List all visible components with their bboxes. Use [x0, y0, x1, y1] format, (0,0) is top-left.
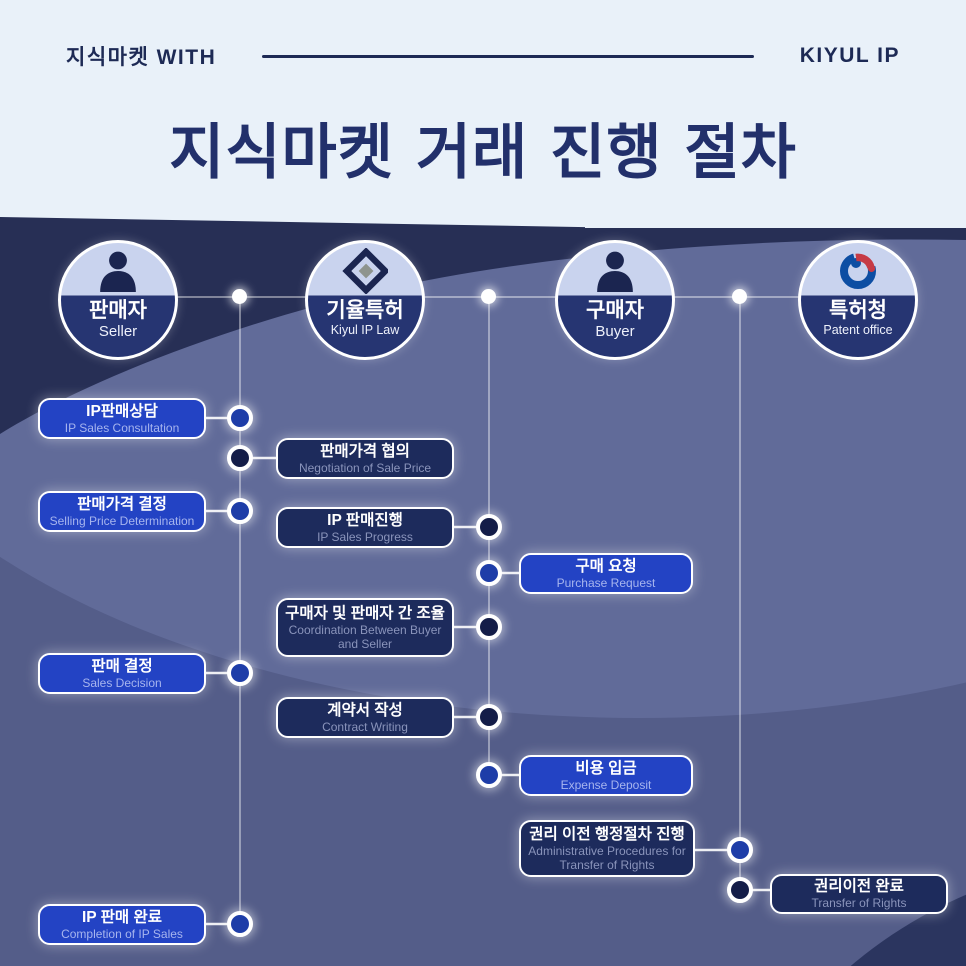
- step-box-sales-decision: 판매 결정 Sales Decision: [38, 653, 206, 694]
- step-title: 비용 입금: [575, 759, 637, 777]
- lane-circle-seller: 판매자 Seller: [58, 240, 178, 360]
- step-title: 판매 결정: [91, 657, 153, 675]
- lane-circle-buyer: 구매자 Buyer: [555, 240, 675, 360]
- step-title: 판매가격 결정: [77, 495, 167, 513]
- step-title: 계약서 작성: [327, 701, 403, 719]
- connector-dot: [476, 514, 502, 540]
- spine-junction-dot: [481, 289, 496, 304]
- step-box-purchase-request: 구매 요청 Purchase Request: [519, 553, 693, 594]
- step-subtitle: Expense Deposit: [560, 777, 652, 792]
- step-subtitle: Sales Decision: [82, 675, 162, 690]
- connector-dot: [476, 704, 502, 730]
- lane-kr: 기율특허: [326, 299, 404, 322]
- lane-kr: 구매자: [586, 299, 644, 322]
- lane-labels: 특허청 Patent office: [801, 299, 915, 339]
- lane-en: Patent office: [823, 323, 893, 338]
- step-title: 구매자 및 판매자 간 조율: [285, 604, 445, 622]
- lane-labels: 기율특허 Kiyul IP Law: [308, 299, 422, 339]
- header: 지식마켓 WITH KIYUL IP 지식마켓 거래 진행 절차: [0, 0, 966, 228]
- step-box-ip-sales-consultation: IP판매상담 IP Sales Consultation: [38, 398, 206, 439]
- connector-dot: [227, 405, 253, 431]
- brand-right: KIYUL IP: [799, 44, 900, 67]
- step-box-expense-deposit: 비용 입금 Expense Deposit: [519, 755, 693, 796]
- person-icon: [61, 245, 175, 297]
- step-title: 권리이전 완료: [814, 878, 904, 896]
- step-subtitle: IP Sales Consultation: [64, 420, 180, 435]
- step-subtitle: Purchase Request: [556, 575, 656, 590]
- header-slant-decor: [0, 217, 585, 228]
- step-subtitle: Transfer of Rights: [811, 896, 907, 911]
- kiyul-logo-icon: [308, 245, 422, 297]
- step-box-completion-of-ip-sales: IP 판매 완료 Completion of IP Sales: [38, 904, 206, 945]
- step-subtitle: Completion of IP Sales: [61, 926, 183, 941]
- connector-dot: [476, 762, 502, 788]
- step-title: IP판매상담: [86, 402, 158, 420]
- brand-divider-line: [262, 54, 754, 58]
- step-title: IP 판매 완료: [81, 908, 163, 926]
- connector-dot: [227, 498, 253, 524]
- connector-dot: [727, 877, 753, 903]
- page-title: 지식마켓 거래 진행 절차: [169, 118, 797, 188]
- step-box-transfer-of-rights-complete: 권리이전 완료 Transfer of Rights: [770, 874, 948, 914]
- connector-dot: [727, 837, 753, 863]
- step-subtitle: Contract Writing: [322, 719, 408, 734]
- step-box-ip-sales-progress: IP 판매진행 IP Sales Progress: [276, 507, 454, 548]
- connector-dot: [227, 445, 253, 471]
- step-subtitle: IP Sales Progress: [317, 529, 413, 544]
- lane-en: Seller: [98, 323, 138, 341]
- step-subtitle: Administrative Procedures for Transfer o…: [528, 844, 686, 872]
- lane-en: Kiyul IP Law: [330, 323, 400, 338]
- connector-dot: [227, 911, 253, 937]
- flow-diagram: 판매자 Seller 기율특허 Kiyul IP Law: [0, 228, 966, 966]
- step-title: 판매가격 협의: [320, 442, 410, 460]
- step-title: 구매 요청: [575, 557, 637, 575]
- lane-kr: 특허청: [829, 299, 887, 322]
- step-subtitle: Coordination Between Buyer and Seller: [288, 623, 442, 651]
- step-subtitle: Selling Price Determination: [49, 513, 195, 528]
- connector-dot: [476, 560, 502, 586]
- step-box-admin-procedures-transfer: 권리 이전 행정절차 진행 Administrative Procedures …: [519, 820, 695, 877]
- lane-circle-patent-office: 특허청 Patent office: [798, 240, 918, 360]
- step-box-coordination-buyer-seller: 구매자 및 판매자 간 조율 Coordination Between Buye…: [276, 598, 454, 657]
- step-title: IP 판매진행: [327, 511, 403, 529]
- spine-junction-dot: [732, 289, 747, 304]
- step-box-negotiation-of-sale-price: 판매가격 협의 Negotiation of Sale Price: [276, 438, 454, 479]
- connector-dot: [476, 614, 502, 640]
- lane-en: Buyer: [595, 323, 635, 341]
- lane-circle-kiyul: 기율특허 Kiyul IP Law: [305, 240, 425, 360]
- person-icon: [558, 245, 672, 297]
- brand-row: 지식마켓 WITH KIYUL IP: [0, 38, 966, 74]
- lane-labels: 구매자 Buyer: [558, 299, 672, 342]
- lane-labels: 판매자 Seller: [61, 299, 175, 342]
- step-title: 권리 이전 행정절차 진행: [529, 825, 685, 843]
- step-box-contract-writing: 계약서 작성 Contract Writing: [276, 697, 454, 738]
- connector-dot: [227, 660, 253, 686]
- taegeuk-emblem-icon: [801, 245, 915, 297]
- step-box-selling-price-determination: 판매가격 결정 Selling Price Determination: [38, 491, 206, 532]
- step-subtitle: Negotiation of Sale Price: [298, 460, 432, 475]
- lane-kr: 판매자: [89, 299, 147, 322]
- spine-junction-dot: [232, 289, 247, 304]
- brand-left: 지식마켓 WITH: [66, 46, 217, 69]
